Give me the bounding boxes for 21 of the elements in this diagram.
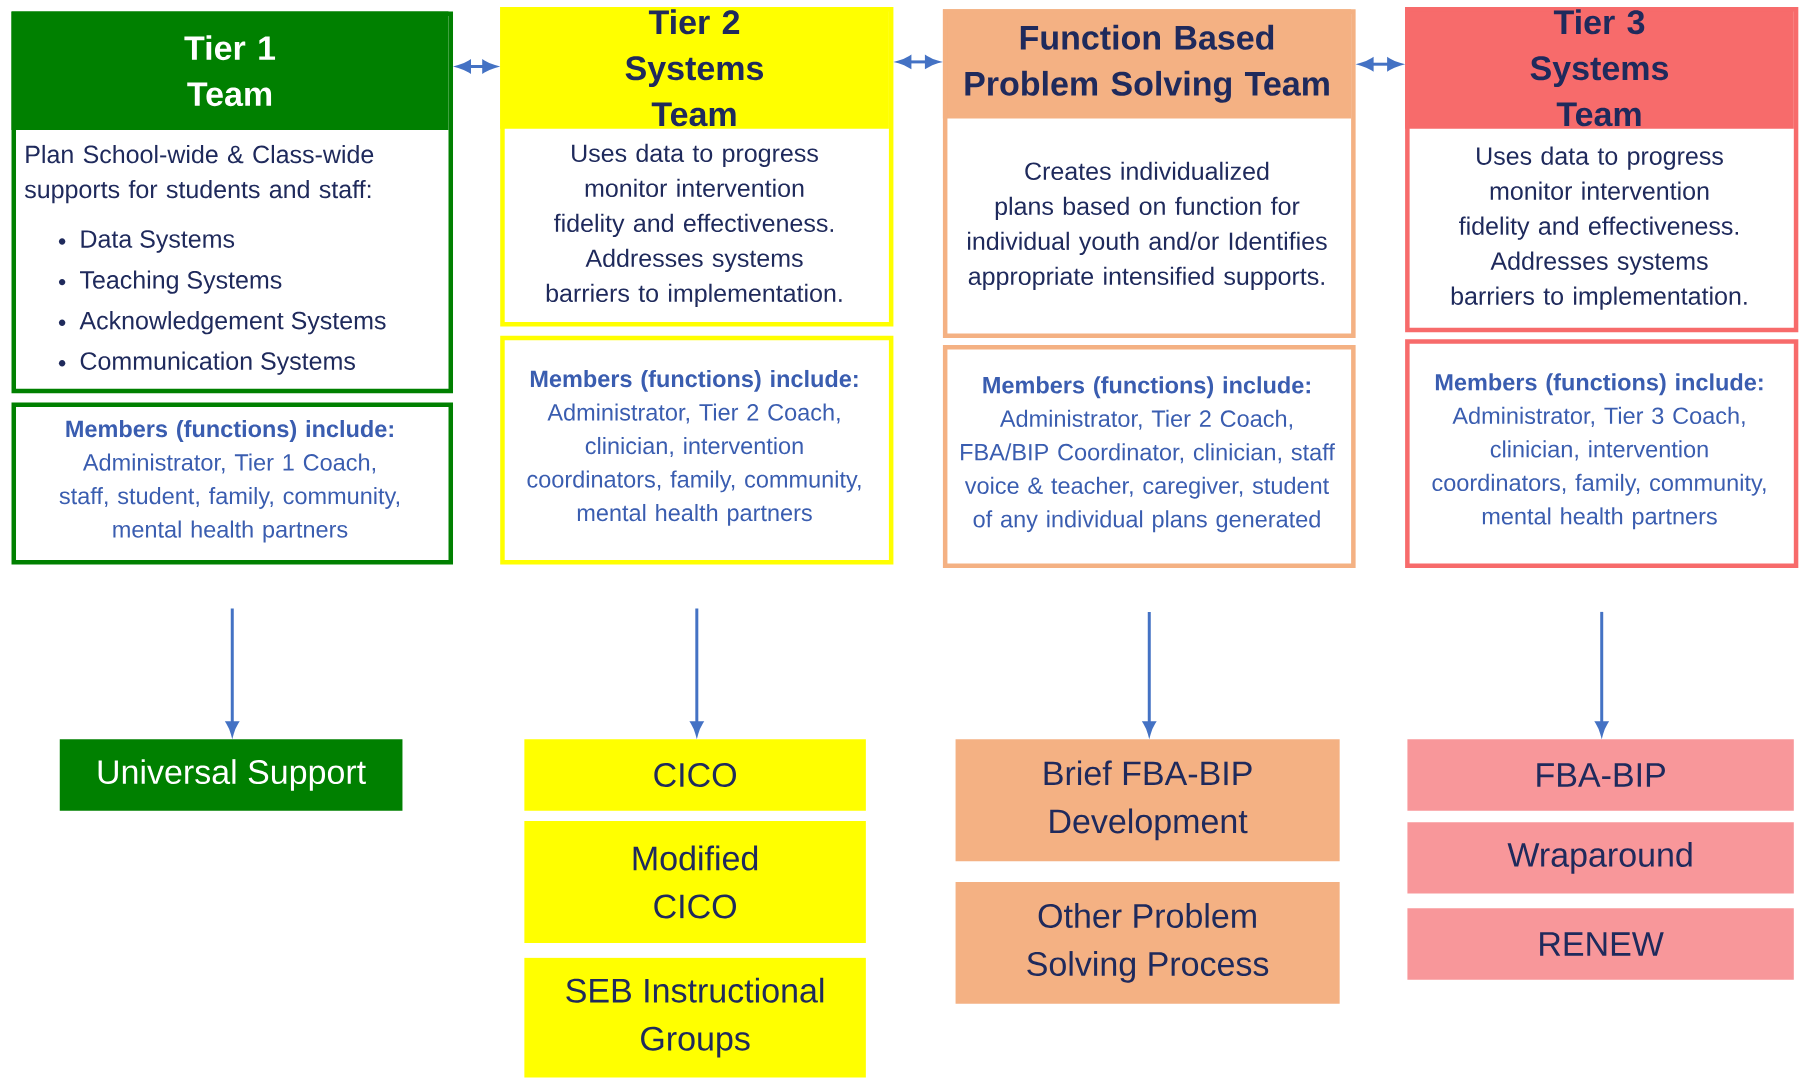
support-box: Modified CICO bbox=[524, 821, 866, 943]
support-box: CICO bbox=[524, 739, 866, 811]
arrow bbox=[690, 608, 704, 736]
arrow bbox=[1595, 611, 1608, 736]
team-box: Tier 2 Systems Team Uses data to progress monitor intervention fidelity and effectiveness. Addresses systems barriers to implementation. bbox=[500, 6, 894, 327]
team-box: Tier 1 Team Plan School-wide & Class-wide supports for students and staff: Data Systems Teaching Systems Acknowledgement Systems Communication Systems bbox=[11, 11, 453, 394]
support-box: RENEW bbox=[1407, 908, 1794, 980]
arrow bbox=[1143, 612, 1156, 736]
members-box: Members (functions) include: Administrator, Tier 2 Coach, FBA/BIP Coordinator, clinician, staff voice & teacher, caregiver, student of any individual plans generated bbox=[942, 345, 1356, 568]
support-box: Wraparound bbox=[1407, 822, 1794, 894]
support-box: Universal Support bbox=[59, 739, 403, 811]
team-box: Function Based Problem Solving Team Creates individualized plans based on function for individual youth and/or Identifies appropriate intensified supports. bbox=[942, 9, 1356, 338]
support-box: Brief FBA-BIP Development bbox=[955, 739, 1340, 862]
members-box: Members (functions) include: Administrator, Tier 1 Coach, staff, student, family, community, mental health partners bbox=[11, 402, 453, 565]
members-box: Members (functions) include: Administrator, Tier 2 Coach, clinician, intervention coordinators, family, community, mental health partners bbox=[500, 335, 894, 565]
team-box: Tier 3 Systems Team Uses data to progress monitor intervention fidelity and effectiveness. Addresses systems barriers to implementation. bbox=[1405, 6, 1799, 333]
support-box: FBA-BIP bbox=[1407, 739, 1794, 811]
support-box: SEB Instructional Groups bbox=[524, 957, 866, 1078]
support-box: Other Problem Solving Process bbox=[955, 881, 1340, 1004]
arrow bbox=[226, 608, 239, 736]
members-box: Members (functions) include: Administrator, Tier 3 Coach, clinician, intervention coordinators, family, community, mental health partners bbox=[1405, 339, 1799, 568]
